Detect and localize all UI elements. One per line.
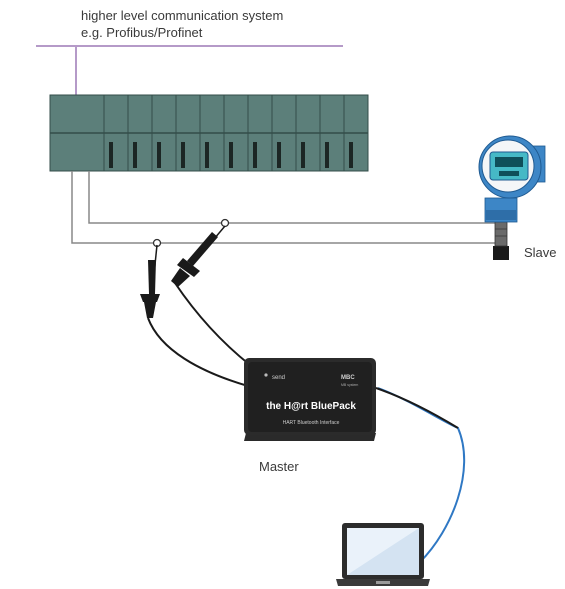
fieldbus-label-line2: e.g. Profibus/Profinet	[81, 25, 203, 40]
probe-clip-left	[140, 244, 160, 318]
fieldbus-label-line1: higher level communication system	[81, 8, 284, 23]
probe-cable-right	[174, 282, 251, 366]
probe-cable-left	[147, 317, 249, 387]
loop-wires	[71, 171, 500, 244]
device-brand: the H@rt BluePack	[266, 401, 356, 412]
usb-cable-black	[375, 387, 459, 429]
laptop-icon	[336, 523, 430, 586]
device-subtitle: HART Bluetooth Interface	[283, 420, 340, 426]
device-send-label: send	[272, 375, 285, 381]
bluepack-device	[244, 358, 376, 441]
probe-clip-right	[171, 225, 226, 287]
transmitter-slave	[478, 135, 546, 260]
connection-point-upper	[220, 218, 230, 228]
slave-label: Slave	[524, 245, 557, 260]
master-label: Master	[259, 459, 299, 474]
device-logo-sub: MB system	[341, 383, 358, 387]
device-logo: MBC	[341, 375, 355, 381]
plc-rack	[49, 94, 369, 172]
